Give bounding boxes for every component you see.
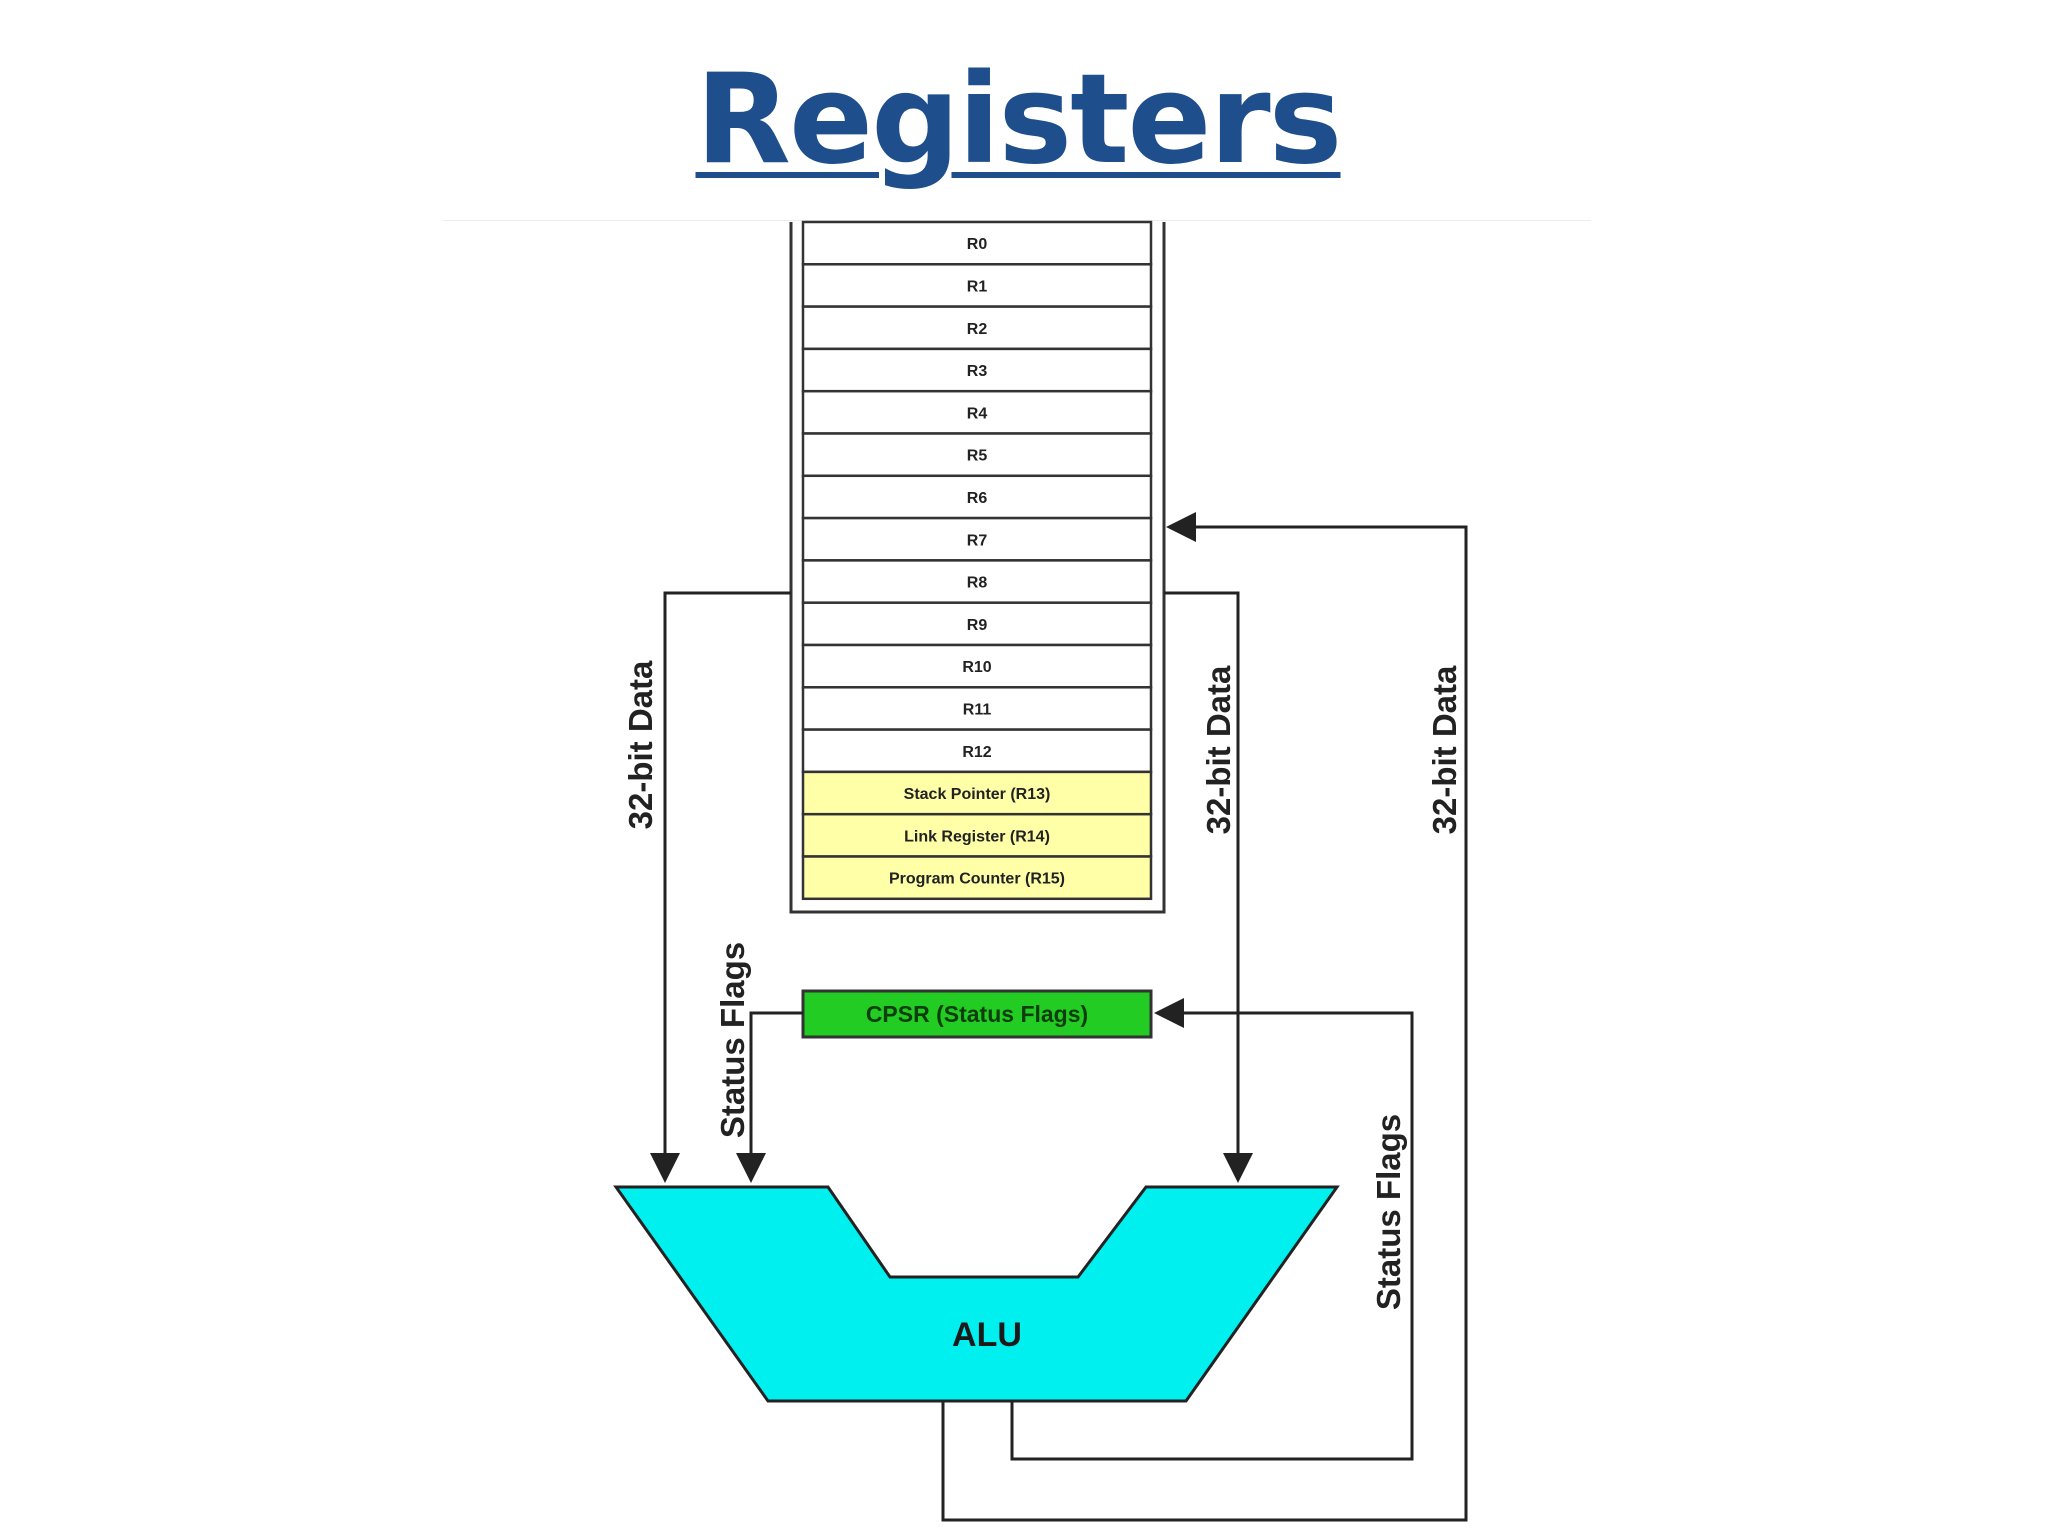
register-cell <box>801 643 1153 689</box>
right-data-bus-line <box>1164 591 1253 1183</box>
status-flags-out-line <box>1010 998 1414 1461</box>
register-cell <box>801 474 1153 520</box>
register-label: R2 <box>967 321 988 338</box>
right-data-bus-label: 32-bit Data <box>1200 665 1237 834</box>
register-cell <box>801 728 1153 774</box>
register-label: Program Counter (R15) <box>889 871 1065 888</box>
register-cell <box>801 601 1153 647</box>
register-label: R5 <box>967 448 988 465</box>
left-data-bus-line <box>650 591 791 1183</box>
register-cell <box>801 305 1153 351</box>
page-title: Registers <box>695 48 1343 192</box>
register-label: R3 <box>967 363 988 380</box>
return-data-bus-label: 32-bit Data <box>1426 665 1463 834</box>
register-label: Stack Pointer (R13) <box>904 786 1051 803</box>
register-label: R12 <box>962 744 991 761</box>
register-label: R8 <box>967 575 988 592</box>
register-cell <box>801 220 1153 266</box>
title-divider <box>443 220 1591 221</box>
return-data-bus-line <box>941 512 1468 1522</box>
status-flags-out-label: Status Flags <box>1370 1114 1407 1310</box>
register-bank-frame <box>789 222 1166 914</box>
status-flags-in-label: Status Flags <box>714 942 751 1138</box>
register-label: R9 <box>967 617 988 634</box>
alu-label: ALU <box>952 1316 1022 1354</box>
alu-block <box>613 1185 1340 1403</box>
register-label: R7 <box>967 532 988 549</box>
status-flags-in-line <box>736 1011 803 1183</box>
register-cell <box>801 855 1153 901</box>
cpsr-register <box>801 989 1153 1039</box>
register-label: R10 <box>962 659 991 676</box>
register-label: R0 <box>967 236 988 253</box>
register-label: Link Register (R14) <box>904 828 1050 845</box>
register-cell <box>801 812 1153 858</box>
register-label: R4 <box>967 405 988 422</box>
cpsr-label: CPSR (Status Flags) <box>866 1001 1088 1027</box>
register-cell <box>801 389 1153 435</box>
register-label: R11 <box>963 701 992 718</box>
register-label: R6 <box>967 490 988 507</box>
register-label: R1 <box>967 278 988 295</box>
register-cell <box>801 559 1153 604</box>
left-data-bus-label: 32-bit Data <box>622 660 659 829</box>
